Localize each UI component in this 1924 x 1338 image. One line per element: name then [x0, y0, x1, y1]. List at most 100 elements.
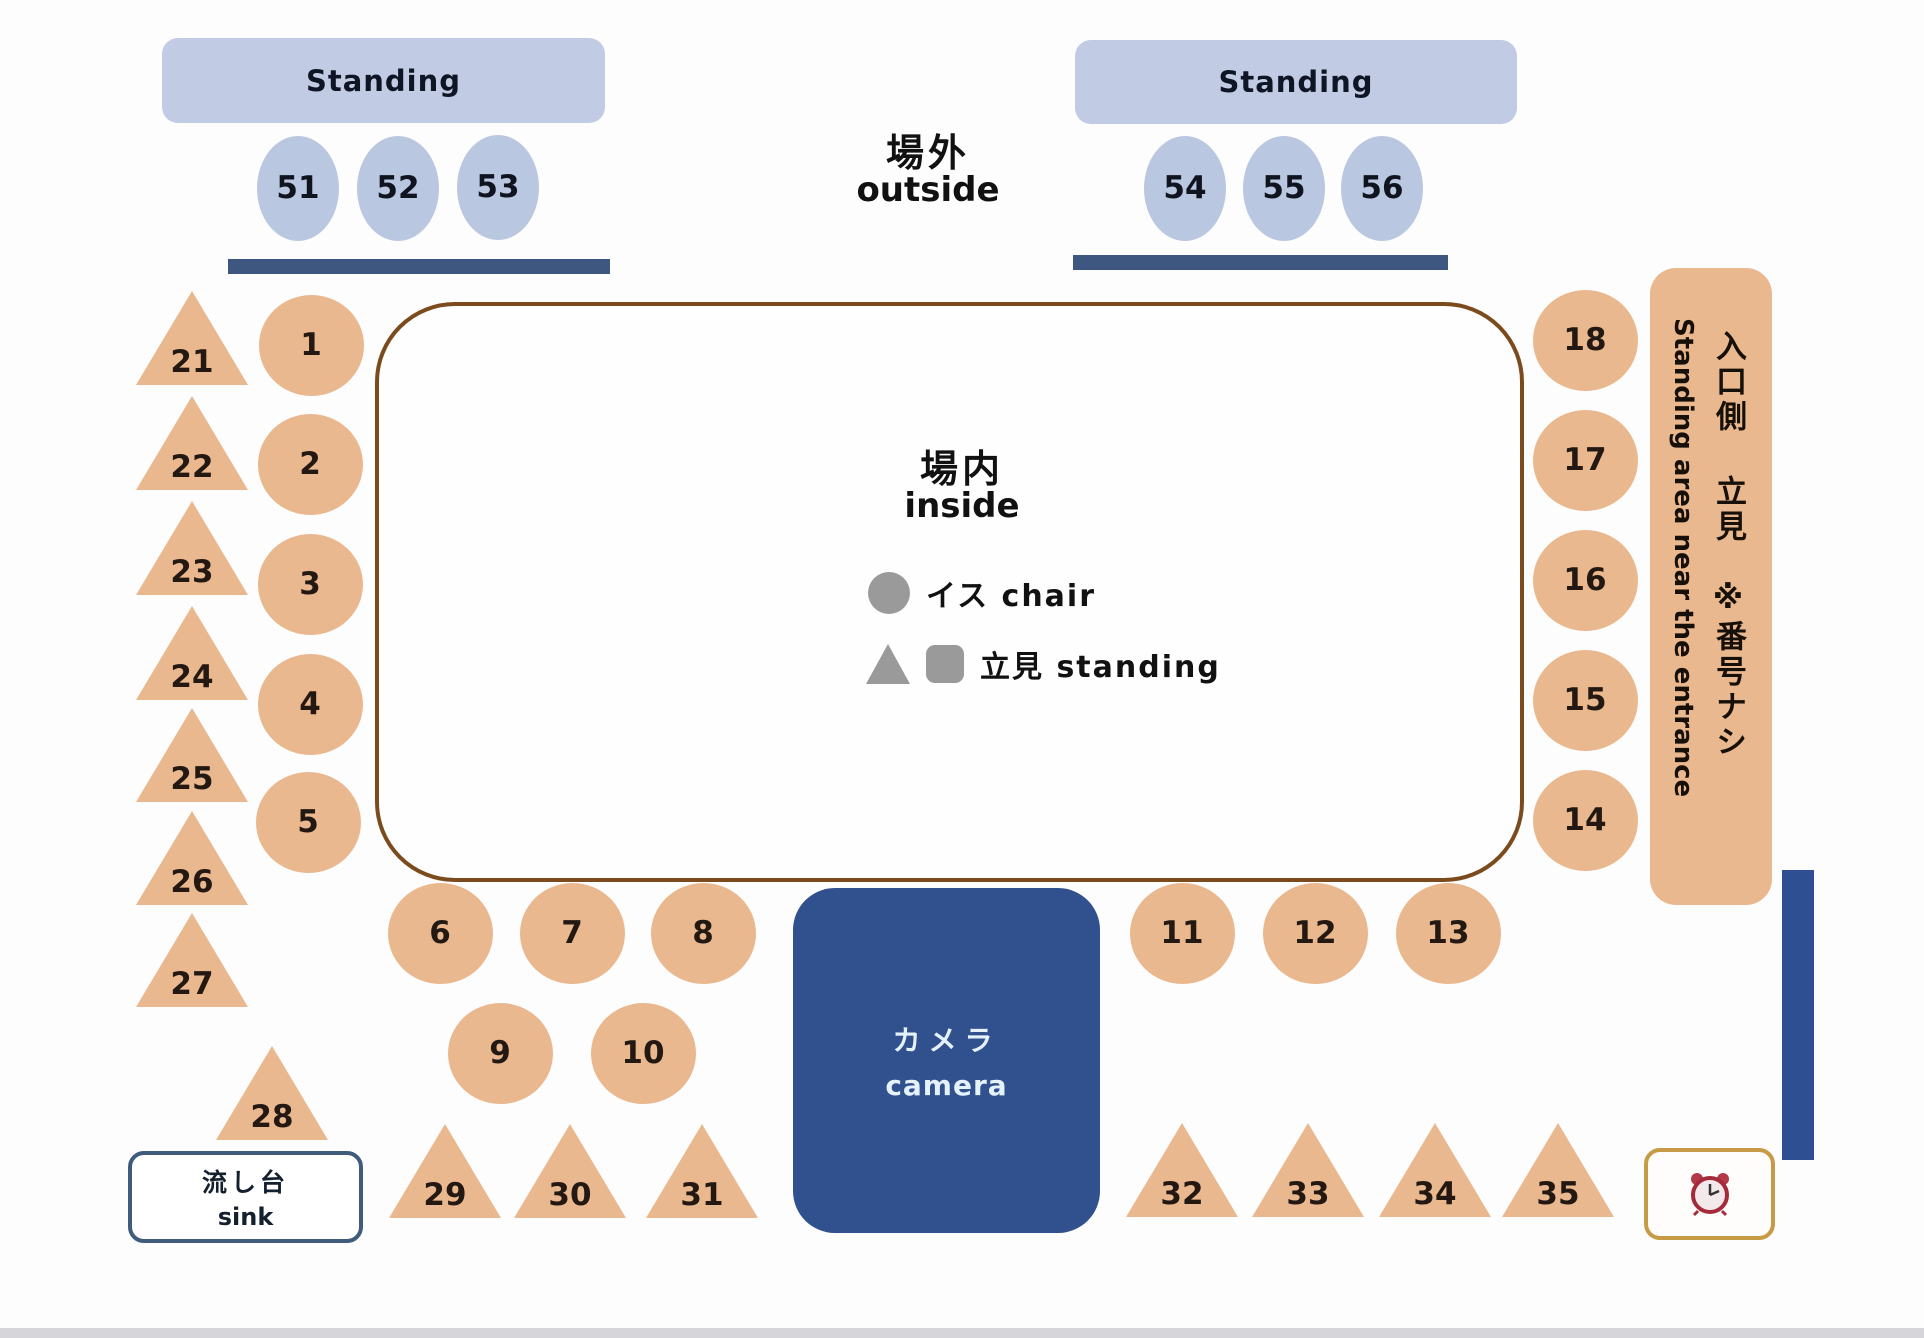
- seat-number: 13: [1426, 915, 1470, 951]
- standing-spot-30: 30: [514, 1124, 626, 1218]
- chair-seat-16: 16: [1532, 529, 1638, 631]
- seat-number: 22: [170, 449, 214, 485]
- standing-spot-24: 24: [136, 606, 248, 700]
- outside-standing-spot-56: 56: [1341, 135, 1423, 241]
- chair-seat-5: 5: [255, 771, 361, 873]
- seat-number: 10: [621, 1035, 665, 1071]
- chair-seat-12: 12: [1262, 882, 1368, 984]
- seat-number: 55: [1262, 170, 1306, 206]
- chair-seat-6: 6: [387, 882, 493, 984]
- seat-number: 33: [1286, 1176, 1330, 1212]
- bottom-edge-strip: [0, 1328, 1924, 1338]
- chair-seat-4: 4: [257, 653, 363, 755]
- outside-standing-spot-54: 54: [1144, 135, 1226, 241]
- standing-spot-33: 33: [1252, 1123, 1364, 1217]
- standing-area-right: Standing: [1075, 40, 1517, 124]
- standing-spot-31: 31: [646, 1124, 758, 1218]
- outside-label-en: outside: [856, 170, 1000, 210]
- seat-number: 12: [1293, 915, 1337, 951]
- seat-number: 31: [680, 1177, 724, 1213]
- standing-spot-28: 28: [216, 1046, 328, 1140]
- standing-spot-34: 34: [1379, 1123, 1491, 1217]
- standing-spot-32: 32: [1126, 1123, 1238, 1217]
- seat-number: 6: [429, 915, 451, 951]
- standing-spot-25: 25: [136, 708, 248, 802]
- seat-number: 29: [423, 1177, 467, 1213]
- standing-spot-26: 26: [136, 811, 248, 905]
- seat-number: 14: [1563, 802, 1607, 838]
- chair-seat-3: 3: [257, 533, 363, 635]
- entrance-wall-bar: [1782, 870, 1814, 1160]
- entrance-standing-panel: [1650, 268, 1772, 905]
- chair-legend-icon: [868, 572, 910, 614]
- sink-area: 流し台 sink: [128, 1151, 363, 1243]
- outside-label-jp: 場外: [885, 131, 970, 175]
- sink-label-jp: 流し台: [201, 1168, 289, 1197]
- standing-spot-21: 21: [136, 291, 248, 385]
- seat-number: 52: [376, 170, 420, 206]
- legend-row-chair: イス chair: [868, 571, 1096, 615]
- inside-label-en: inside: [904, 486, 1020, 526]
- seat-number: 15: [1563, 682, 1607, 718]
- chair-legend-label: イス chair: [926, 579, 1097, 614]
- alarm-clock-box: [1644, 1148, 1775, 1240]
- legend-row-standing: 立見 standing: [866, 642, 1221, 686]
- seat-number: 32: [1160, 1176, 1204, 1212]
- seat-number: 17: [1563, 442, 1607, 478]
- seat-number: 35: [1536, 1176, 1580, 1212]
- standing-area-right-label: Standing: [1218, 65, 1374, 99]
- chair-seat-15: 15: [1532, 649, 1638, 751]
- chair-seat-11: 11: [1129, 882, 1235, 984]
- wall-bar-left: [228, 259, 610, 274]
- chair-seat-8: 8: [650, 882, 756, 984]
- standing-spot-27: 27: [136, 913, 248, 1007]
- seat-number: 21: [170, 344, 214, 380]
- seat-number: 28: [250, 1099, 294, 1135]
- camera-label-en: camera: [885, 1069, 1008, 1102]
- seat-number: 8: [692, 915, 714, 951]
- inside-room: [375, 302, 1524, 882]
- chair-seat-9: 9: [447, 1002, 553, 1104]
- seat-number: 30: [548, 1177, 592, 1213]
- standing-area-left-label: Standing: [305, 63, 462, 98]
- standing-legend-label: 立見 standing: [980, 650, 1221, 685]
- chair-seat-13: 13: [1395, 882, 1501, 984]
- seat-number: 27: [170, 966, 214, 1002]
- standing-spot-22: 22: [136, 396, 248, 490]
- standing-area-left: Standing: [162, 38, 605, 123]
- seat-number: 7: [561, 915, 583, 951]
- seat-number: 2: [299, 446, 321, 482]
- chair-seat-7: 7: [519, 882, 625, 984]
- chair-seat-1: 1: [258, 294, 364, 396]
- seat-number: 5: [297, 804, 319, 840]
- chair-seat-17: 17: [1532, 409, 1638, 511]
- seat-number: 16: [1563, 562, 1607, 598]
- seat-number: 9: [489, 1035, 511, 1071]
- seat-number: 56: [1360, 170, 1404, 206]
- standing-spot-23: 23: [136, 501, 248, 595]
- chair-seat-2: 2: [257, 413, 363, 515]
- standing-spot-29: 29: [389, 1124, 501, 1218]
- seat-number: 25: [170, 761, 214, 797]
- camera-label-jp: カメラ: [892, 1024, 1001, 1057]
- chair-seat-14: 14: [1532, 769, 1638, 871]
- inside-label-jp: 場内: [919, 447, 1004, 491]
- seat-number: 23: [170, 554, 214, 590]
- seat-number: 3: [299, 566, 321, 602]
- outside-standing-spot-52: 52: [357, 135, 439, 241]
- sink-label-en: sink: [217, 1203, 274, 1231]
- seat-number: 34: [1413, 1176, 1457, 1212]
- alarm-clock-icon: [1690, 1173, 1729, 1217]
- seat-number: 51: [276, 170, 320, 206]
- seat-number: 11: [1160, 915, 1204, 951]
- standing-spot-35: 35: [1502, 1123, 1614, 1217]
- outside-standing-spot-51: 51: [257, 135, 339, 241]
- seat-number: 1: [300, 327, 322, 363]
- chair-seat-18: 18: [1532, 289, 1638, 391]
- seat-number: 54: [1163, 170, 1207, 206]
- chair-seat-10: 10: [590, 1002, 696, 1104]
- seat-number: 18: [1563, 322, 1607, 358]
- outside-standing-spot-55: 55: [1243, 135, 1325, 241]
